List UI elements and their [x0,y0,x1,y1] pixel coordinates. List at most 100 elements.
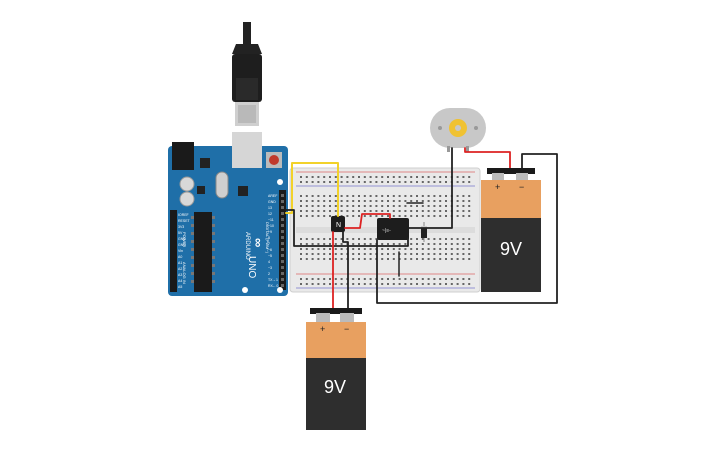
breadboard-hole[interactable] [317,243,320,245]
breadboard-hole[interactable] [358,258,360,260]
breadboard-hole[interactable] [375,200,378,202]
breadboard-hole[interactable] [450,283,453,285]
breadboard-hole[interactable] [300,243,302,245]
breadboard-hole[interactable] [329,176,331,178]
breadboard-hole[interactable] [456,181,459,183]
breadboard-hole[interactable] [445,248,447,250]
breadboard-hole[interactable] [387,258,389,260]
breadboard-hole[interactable] [300,205,302,207]
breadboard-hole[interactable] [445,238,447,240]
breadboard-hole[interactable] [416,176,418,178]
breadboard-hole[interactable] [317,238,320,240]
breadboard-hole[interactable] [323,238,326,240]
breadboard-hole[interactable] [404,215,407,217]
breadboard-hole[interactable] [392,195,395,197]
breadboard-hole[interactable] [311,238,314,240]
breadboard-hole[interactable] [456,258,459,260]
breadboard-hole[interactable] [456,195,459,197]
usb-cable[interactable] [232,22,262,126]
breadboard-hole[interactable] [317,248,320,250]
breadboard-hole[interactable] [468,215,471,217]
breadboard-hole[interactable] [433,248,436,250]
breadboard-hole[interactable] [416,200,418,202]
breadboard-hole[interactable] [334,248,337,250]
breadboard-hole[interactable] [410,238,413,240]
breadboard-hole[interactable] [369,248,372,250]
breadboard-hole[interactable] [439,278,442,280]
breadboard-hole[interactable] [311,243,314,245]
breadboard-hole[interactable] [462,210,465,212]
breadboard-hole[interactable] [445,278,447,280]
breadboard-hole[interactable] [439,253,442,255]
breadboard-hole[interactable] [433,181,436,183]
reset-button[interactable] [269,155,279,165]
breadboard-hole[interactable] [300,238,302,240]
breadboard-hole[interactable] [305,205,308,207]
breadboard-hole[interactable] [433,258,436,260]
breadboard-hole[interactable] [317,258,320,260]
breadboard-hole[interactable] [439,215,442,217]
breadboard-hole[interactable] [468,248,471,250]
breadboard-hole[interactable] [468,283,471,285]
breadboard-hole[interactable] [334,238,337,240]
breadboard-hole[interactable] [317,200,320,202]
breadboard-hole[interactable] [456,253,459,255]
breadboard-hole[interactable] [450,258,453,260]
breadboard-hole[interactable] [323,195,326,197]
breadboard-hole[interactable] [311,195,314,197]
breadboard-hole[interactable] [375,210,378,212]
breadboard-hole[interactable] [392,176,395,178]
arduino-uno-board[interactable]: ∞ ARDUINO UNO DIGITAL (PWM~) POWER ANALO… [168,132,288,296]
breadboard-hole[interactable] [317,181,320,183]
breadboard-hole[interactable] [334,243,337,245]
breadboard-hole[interactable] [352,243,355,245]
breadboard-hole[interactable] [363,243,366,245]
breadboard-hole[interactable] [410,181,413,183]
breadboard-hole[interactable] [456,248,459,250]
breadboard-hole[interactable] [323,283,326,285]
yellow-signal-wire[interactable] [285,162,339,217]
breadboard-hole[interactable] [468,210,471,212]
breadboard-hole[interactable] [427,248,430,250]
breadboard-hole[interactable] [369,253,372,255]
breadboard-hole[interactable] [421,176,424,178]
breadboard-hole[interactable] [323,200,326,202]
breadboard-hole[interactable] [352,181,355,183]
breadboard-hole[interactable] [369,210,372,212]
breadboard-hole[interactable] [323,253,326,255]
breadboard-hole[interactable] [404,205,407,207]
breadboard-hole[interactable] [363,283,366,285]
breadboard-hole[interactable] [439,176,442,178]
breadboard-hole[interactable] [439,205,442,207]
breadboard-hole[interactable] [392,248,395,250]
breadboard-hole[interactable] [311,181,314,183]
breadboard-hole[interactable] [305,283,308,285]
breadboard-hole[interactable] [329,210,331,212]
breadboard-hole[interactable] [392,258,395,260]
breadboard-hole[interactable] [427,200,430,202]
breadboard-hole[interactable] [392,215,395,217]
breadboard-hole[interactable] [358,200,360,202]
breadboard-hole[interactable] [305,210,308,212]
breadboard-hole[interactable] [468,243,471,245]
breadboard-hole[interactable] [300,248,302,250]
breadboard-hole[interactable] [392,278,395,280]
breadboard-hole[interactable] [404,181,407,183]
ground-wire-arduino[interactable] [285,209,409,247]
breadboard-hole[interactable] [340,243,343,245]
breadboard-hole[interactable] [468,258,471,260]
breadboard-hole[interactable] [427,195,430,197]
breadboard-hole[interactable] [340,181,343,183]
breadboard-hole[interactable] [398,205,401,207]
breadboard-hole[interactable] [381,283,384,285]
breadboard-hole[interactable] [329,248,331,250]
breadboard-hole[interactable] [421,283,424,285]
breadboard-hole[interactable] [450,248,453,250]
breadboard-hole[interactable] [300,200,302,202]
breadboard-hole[interactable] [340,258,343,260]
black-wire-battery-2[interactable] [376,153,558,304]
breadboard-hole[interactable] [445,253,447,255]
breadboard-hole[interactable] [421,181,424,183]
breadboard-hole[interactable] [456,283,459,285]
breadboard-hole[interactable] [433,176,436,178]
